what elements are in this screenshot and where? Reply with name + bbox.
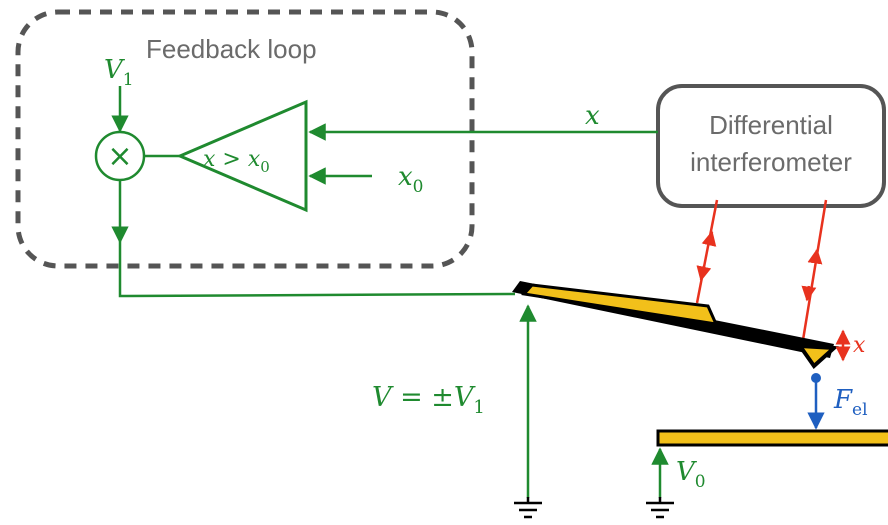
feedback-loop-label: Feedback loop (146, 34, 317, 64)
feedback-loop-box (15, 9, 475, 269)
v1-label: V1 (104, 55, 134, 90)
cantilever-electrode (521, 283, 719, 326)
drive-wire (118, 242, 516, 298)
laser-arrow-left-down (696, 265, 712, 282)
ground-icon-left (514, 497, 542, 519)
x0-label: x0 (398, 162, 424, 197)
interferometer-label-line1: Differential (709, 110, 833, 140)
v0-label: V0 (676, 457, 706, 492)
laser-arrow-left-up (701, 230, 717, 247)
comparator-label: x > x0 (203, 147, 270, 176)
multiply-icon: × (107, 139, 132, 174)
laser-beam-left (695, 199, 719, 304)
ground-icon-right (646, 497, 674, 519)
cantilever-tip (795, 343, 839, 369)
comparator-triangle (176, 99, 308, 213)
force-origin-dot (811, 373, 821, 383)
force-label: Fel (833, 385, 868, 420)
v-drive-label: V = ±V1 (372, 382, 485, 418)
interferometer-box (656, 84, 886, 208)
displacement-label: x (853, 333, 866, 358)
counter-electrode-plate (656, 429, 888, 447)
interferometer-label-line2: interferometer (690, 147, 852, 177)
x-signal-label: x (585, 101, 600, 131)
laser-arrow-right-up (807, 248, 823, 265)
laser-arrow-right-down (801, 285, 817, 302)
laser-beam-right (801, 199, 828, 341)
